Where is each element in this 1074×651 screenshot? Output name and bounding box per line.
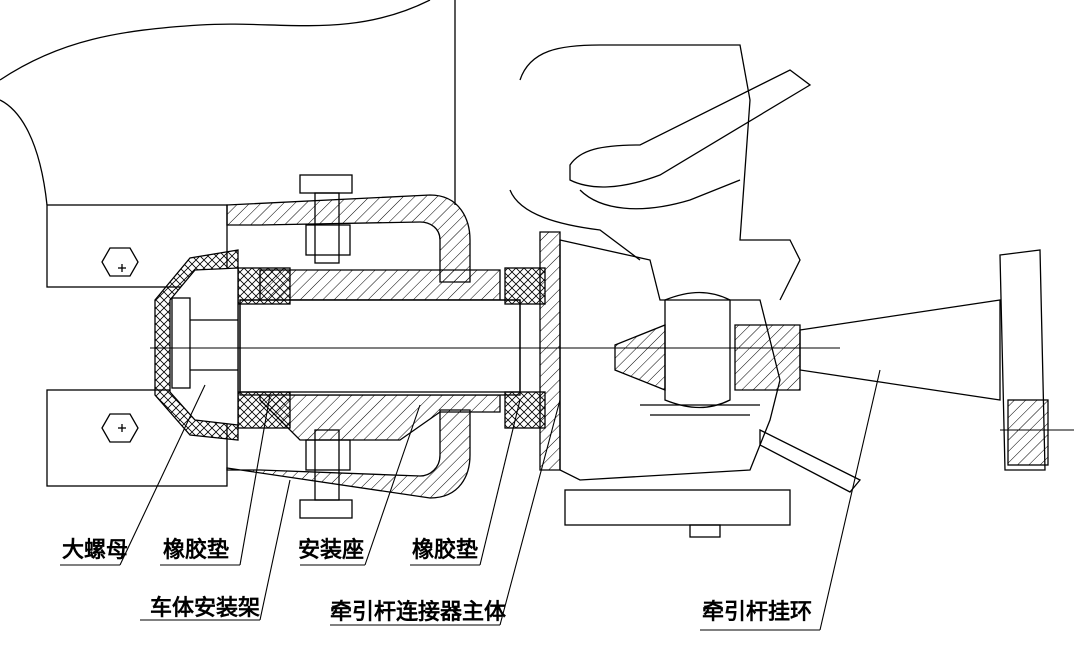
body-mount-frame <box>46 204 228 487</box>
label-body-mount-frame: 车体安装架 <box>150 596 261 621</box>
label-big-nut: 大螺母 <box>62 538 129 563</box>
big-nut <box>154 249 239 441</box>
top-bolt <box>299 174 353 264</box>
leader-connector-body <box>499 399 561 626</box>
rubber-pad-right-upper <box>504 267 546 305</box>
label-mount-seat: 安装座 <box>298 538 365 563</box>
leader-body-mount-frame <box>259 479 291 621</box>
leader-drawbar-ring <box>819 369 881 631</box>
label-drawbar-ring: 牵引杆挂环 <box>702 600 813 625</box>
label-rubber-pad-2: 橡胶垫 <box>412 538 479 563</box>
drawbar-ring <box>799 249 1074 471</box>
label-connector-body: 牵引杆连接器主体 <box>330 600 507 625</box>
rubber-pad-left-upper <box>237 267 291 305</box>
connector-main-body <box>509 44 801 538</box>
leader-rubber-pad-1 <box>239 394 271 566</box>
label-rubber-pad-1: 橡胶垫 <box>163 538 230 563</box>
leader-rubber-pad-2 <box>479 399 521 566</box>
leader-mount-seat <box>364 404 421 566</box>
leader-big-nut <box>119 384 206 566</box>
rubber-pad-right-lower <box>504 391 546 429</box>
rubber-pad-left-lower <box>237 391 291 429</box>
bottom-bolt <box>299 429 353 519</box>
car-body-outline <box>0 0 431 81</box>
